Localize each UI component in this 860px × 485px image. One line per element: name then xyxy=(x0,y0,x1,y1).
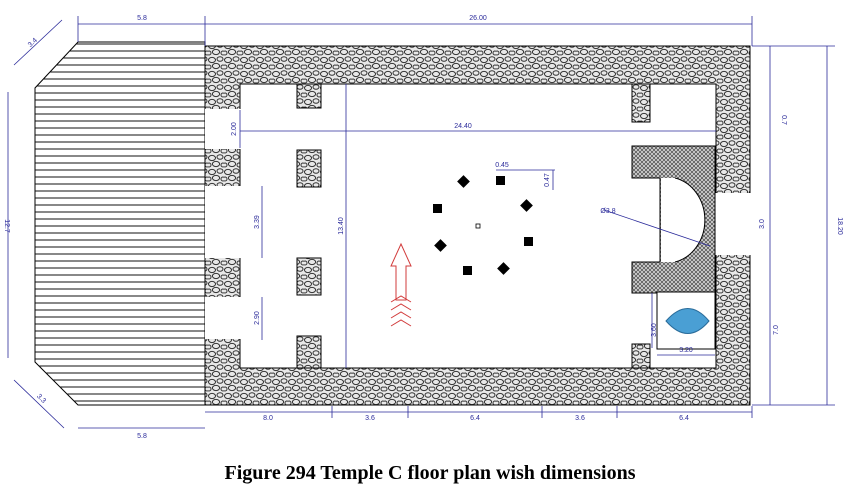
dim-right-mid: 3.0 xyxy=(759,219,766,229)
dim-bottom-seg-1: 8.0 xyxy=(263,415,273,422)
dim-bottom-porch: 5.8 xyxy=(137,433,147,440)
dim-top-porch: 5.8 xyxy=(137,15,147,22)
direction-arrow xyxy=(390,242,412,327)
wall-opening-right xyxy=(712,193,752,255)
dim-wall-opening-mid: 3.39 xyxy=(254,215,261,229)
porch xyxy=(34,41,206,406)
dim-overall-width: 18.20 xyxy=(836,217,843,235)
figure-caption: Figure 294 Temple C floor plan wish dime… xyxy=(224,462,636,484)
dim-interior-width: 13.40 xyxy=(338,217,345,235)
apse xyxy=(631,145,716,294)
wall-opening-bottom xyxy=(205,297,241,339)
temple-floor-plan: 5.8 26.00 3.4 12.7 3.3 5.8 8.0 3.6 6.4 3… xyxy=(3,15,843,440)
dim-apse-diameter: Ø3.8 xyxy=(600,208,615,215)
dim-right-top: 0.7 xyxy=(780,115,787,125)
dim-overall-length: 26.00 xyxy=(469,15,487,22)
interior-piers xyxy=(296,83,651,369)
dimension-lines xyxy=(7,16,835,429)
dim-porch-diag-top: 3.4 xyxy=(27,37,39,49)
dim-basin-height: 3.60 xyxy=(651,323,658,337)
dim-bottom-seg-2: 3.6 xyxy=(365,415,375,422)
dim-interior-length: 24.40 xyxy=(454,123,472,130)
dim-bottom-seg-4: 3.6 xyxy=(575,415,585,422)
basin xyxy=(656,291,716,350)
dim-basin-width: 3.20 xyxy=(679,347,693,354)
dim-bottom-seg-3: 6.4 xyxy=(470,415,480,422)
dim-bottom-seg-5: 6.4 xyxy=(679,415,689,422)
dim-right-bottom: 7.0 xyxy=(773,325,780,335)
dim-column-size: 0.45 xyxy=(495,162,509,169)
columns xyxy=(433,175,533,275)
outer-walls xyxy=(204,45,752,406)
dim-wall-opening-top: 2.00 xyxy=(231,122,238,136)
dim-wall-opening-bottom: 2.90 xyxy=(254,311,261,325)
wall-opening-top xyxy=(205,109,241,149)
dim-porch-diag-bottom: 3.3 xyxy=(35,393,47,405)
dim-porch-left: 12.7 xyxy=(3,219,10,233)
wall-opening-middle xyxy=(205,186,241,258)
dim-column-spacing: 0.47 xyxy=(544,173,551,187)
